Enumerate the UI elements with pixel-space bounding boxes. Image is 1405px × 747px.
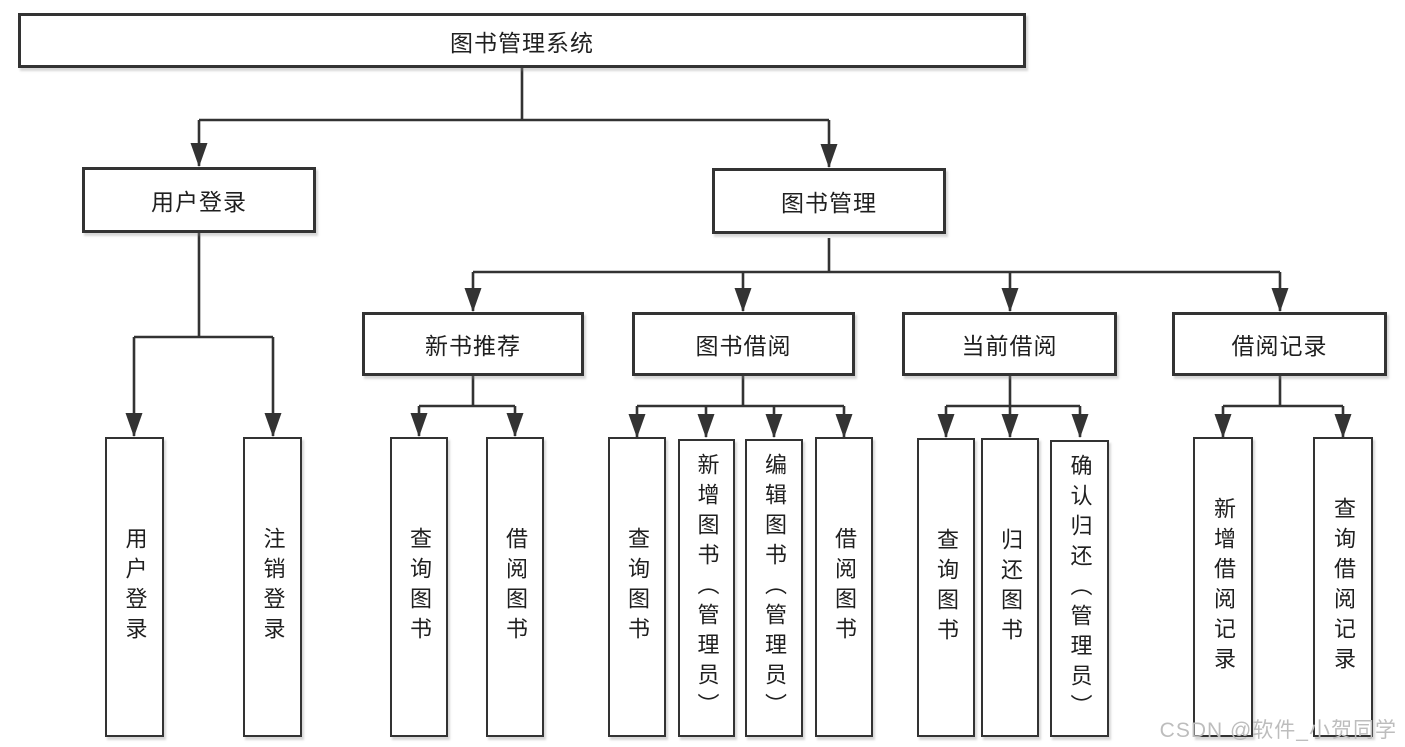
node-book-borrow: 图书借阅: [632, 312, 855, 376]
node-root-label: 图书管理系统: [450, 29, 594, 56]
leaf-current-confirm-return-admin: 确认归还（管理员）: [1050, 440, 1109, 737]
leaf-borrow-query-book-label: 查询图书: [625, 527, 650, 647]
node-book-borrow-label: 图书借阅: [695, 333, 792, 359]
leaf-newbooks-query-book: 查询图书: [390, 437, 448, 737]
node-new-book-recommend-label: 新书推荐: [425, 333, 521, 359]
leaf-records-add-record-label: 新增借阅记录: [1211, 497, 1236, 677]
leaf-records-add-record: 新增借阅记录: [1193, 437, 1253, 737]
leaf-newbooks-borrow-book-label: 借阅图书: [503, 527, 528, 647]
node-book-management: 图书管理: [712, 168, 946, 234]
node-current-borrow-label: 当前借阅: [961, 333, 1058, 359]
leaf-borrow-edit-book-admin: 编辑图书（管理员）: [745, 439, 803, 737]
node-root: 图书管理系统: [18, 13, 1026, 68]
leaf-current-confirm-return-admin-label: 确认归还（管理员）: [1067, 453, 1093, 724]
node-current-borrow: 当前借阅: [902, 312, 1117, 376]
node-user-login: 用户登录: [82, 167, 316, 233]
leaf-current-query-book: 查询图书: [917, 438, 975, 737]
leaf-logout-login-label: 注销登录: [260, 527, 286, 647]
node-user-login-label: 用户登录: [151, 189, 247, 215]
leaf-current-return-book-label: 归还图书: [998, 527, 1023, 648]
leaf-borrow-add-book-admin-label: 新增图书（管理员）: [694, 453, 720, 723]
node-borrow-records: 借阅记录: [1172, 312, 1387, 376]
leaf-user-login: 用户登录: [105, 437, 164, 737]
csdn-watermark: CSDN @软件_小贺同学: [1159, 719, 1397, 742]
leaf-borrow-borrow-book-label: 借阅图书: [832, 527, 857, 647]
leaf-logout-login: 注销登录: [243, 437, 302, 737]
leaf-records-query-record: 查询借阅记录: [1313, 437, 1373, 737]
leaf-borrow-borrow-book: 借阅图书: [815, 437, 873, 737]
leaf-user-login-label: 用户登录: [122, 527, 148, 647]
node-borrow-records-label: 借阅记录: [1231, 333, 1328, 359]
leaf-records-query-record-label: 查询借阅记录: [1331, 497, 1356, 677]
node-book-management-label: 图书管理: [781, 190, 877, 216]
leaf-current-return-book: 归还图书: [981, 438, 1039, 737]
leaf-borrow-add-book-admin: 新增图书（管理员）: [678, 439, 735, 737]
leaf-borrow-query-book: 查询图书: [608, 437, 666, 737]
node-new-book-recommend: 新书推荐: [362, 312, 584, 376]
leaf-current-query-book-label: 查询图书: [934, 527, 959, 648]
leaf-newbooks-borrow-book: 借阅图书: [486, 437, 544, 737]
leaf-borrow-edit-book-admin-label: 编辑图书（管理员）: [762, 453, 787, 723]
leaf-newbooks-query-book-label: 查询图书: [407, 527, 432, 647]
